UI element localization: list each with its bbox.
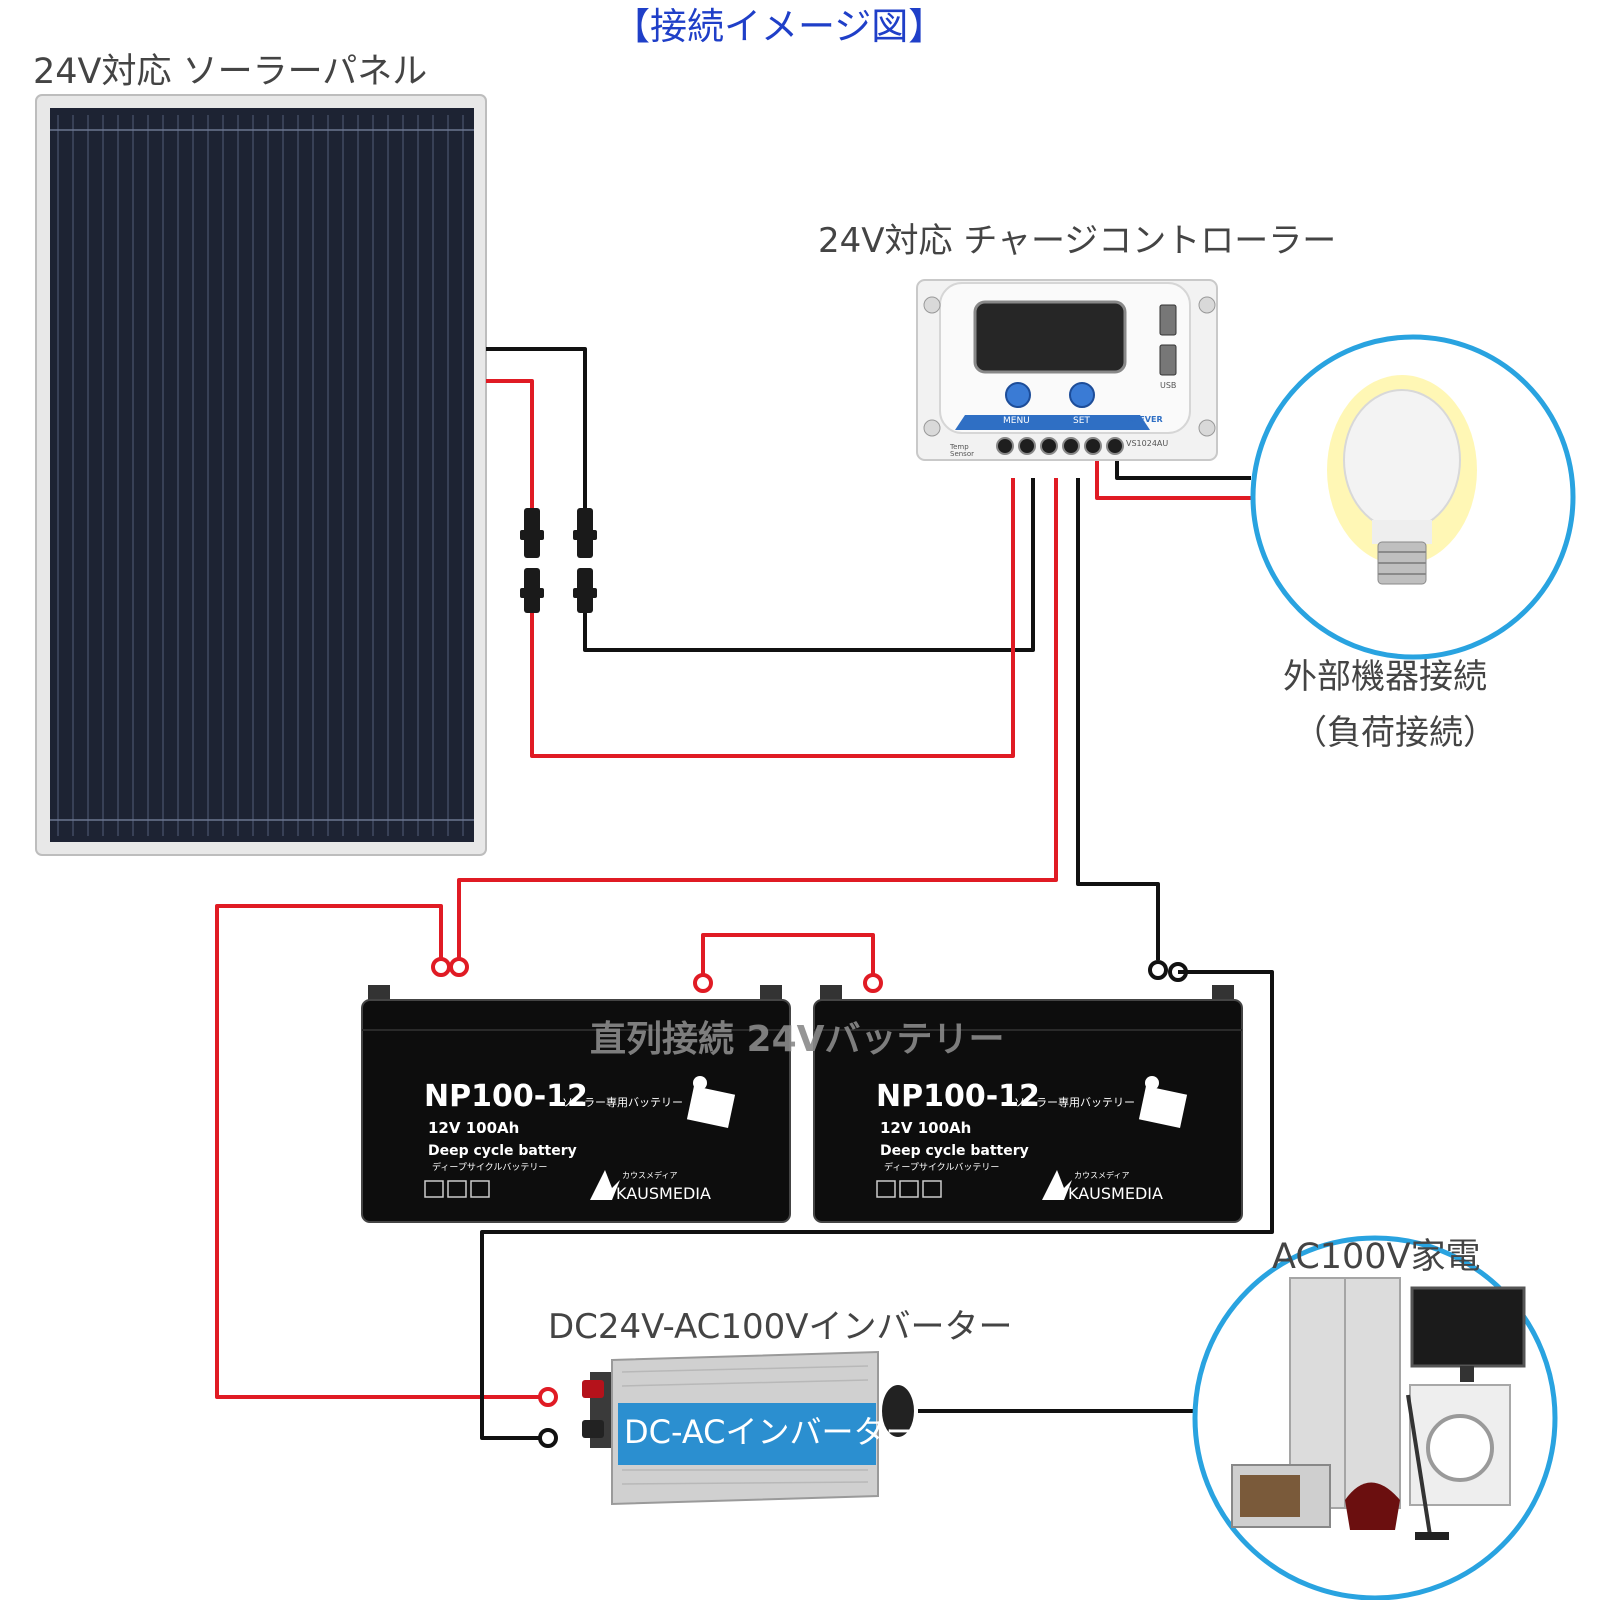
controller-menu-button (1005, 382, 1031, 408)
solar-panel (35, 94, 487, 856)
battery-1-type: Deep cycle battery (428, 1143, 577, 1159)
wire-inverter-negative (480, 970, 1274, 1440)
appliances-circle (1192, 1235, 1558, 1600)
wire-panel-negative-lower (583, 478, 1035, 652)
battery-2-brand: KAUSMEDIA (1068, 1184, 1163, 1203)
controller-set-label: SET (1073, 416, 1090, 426)
battery-1-brand-sub: カウスメディア (622, 1171, 678, 1180)
battery-2-type: Deep cycle battery (880, 1143, 1029, 1159)
charge-controller-label: 24V対応 チャージコントローラー (818, 221, 1337, 261)
inverter-label-band (618, 1403, 876, 1465)
battery-1-cert-marks (424, 1180, 490, 1198)
load-label-line2: （負荷接続） (1293, 713, 1497, 753)
wire-load-positive (1095, 460, 1251, 500)
usb-port-1 (1159, 304, 1177, 336)
controller-temp-label: Temp Sensor (950, 443, 974, 458)
battery-2-solar-icon (1138, 1076, 1188, 1128)
appliances-label: AC100V家電 (1272, 1237, 1481, 1277)
battery-1-rating: 12V 100Ah (428, 1119, 520, 1137)
battery-1-type-sub: ディープサイクルバッテリー (432, 1163, 548, 1173)
wire-battery-positive (457, 478, 1058, 958)
battery-2-model: NP100-12 (876, 1079, 1040, 1114)
load-label-line1: 外部機器接続 (1283, 657, 1487, 697)
battery-1 (361, 985, 791, 1223)
page-title: 【接続イメージ図】 (613, 5, 946, 48)
battery-2-type-sub: ディープサイクルバッテリー (884, 1163, 1000, 1173)
solar-panel-surface (50, 108, 474, 842)
load-circle (1250, 334, 1576, 660)
battery-1-brand-logo (590, 1170, 620, 1200)
battery-2-cert-marks (876, 1180, 942, 1198)
battery-2 (813, 985, 1243, 1223)
controller-set-button (1069, 382, 1095, 408)
wire-series-link (701, 933, 875, 976)
usb-port-2 (1159, 344, 1177, 376)
controller-menu-label: MENU (1003, 416, 1030, 426)
controller-brand: EPEVER (1128, 415, 1163, 424)
solar-panel-label: 24V対応 ソーラーパネル (33, 52, 428, 92)
battery-group-label: 直列接続 24Vバッテリー (590, 1019, 1005, 1060)
battery-1-solar-icon (686, 1076, 736, 1128)
wire-battery-negative (1076, 478, 1160, 960)
tv-icon (1410, 1286, 1526, 1368)
battery-2-model-sub: ソーラー専用バッテリー (1014, 1096, 1135, 1109)
battery-2-brand-logo (1042, 1170, 1072, 1200)
wire-panel-positive (486, 379, 534, 510)
controller-terminals (996, 437, 1124, 455)
battery-2-rating: 12V 100Ah (880, 1119, 972, 1137)
battery-2-brand-sub: カウスメディア (1074, 1171, 1130, 1180)
controller-usb-label: USB (1160, 381, 1177, 390)
wire-inverter-positive (215, 904, 540, 1399)
battery-1-model-sub: ソーラー専用バッテリー (562, 1096, 683, 1109)
controller-model: VS1024AU (1126, 439, 1169, 448)
home-appliances-icon (1231, 1277, 1526, 1540)
inverter-ac-outlet (882, 1385, 914, 1437)
mc4-connectors (520, 508, 597, 613)
light-bulb-icon (1327, 375, 1477, 585)
controller-lcd (973, 300, 1127, 374)
inverter-label: DC24V-AC100Vインバーター (548, 1307, 1013, 1347)
ring-terminals (431, 957, 1188, 1448)
inverter-body-label: DC-ACインバーター (624, 1413, 918, 1451)
wire-panel-negative (486, 347, 587, 510)
battery-1-model: NP100-12 (424, 1079, 588, 1114)
charge-controller (916, 279, 1218, 461)
vacuum-icon (1345, 1482, 1400, 1530)
wire-panel-positive-lower (530, 478, 1015, 758)
battery-1-brand: KAUSMEDIA (616, 1184, 711, 1203)
inverter (582, 1350, 914, 1506)
wire-load-negative (1115, 460, 1251, 480)
